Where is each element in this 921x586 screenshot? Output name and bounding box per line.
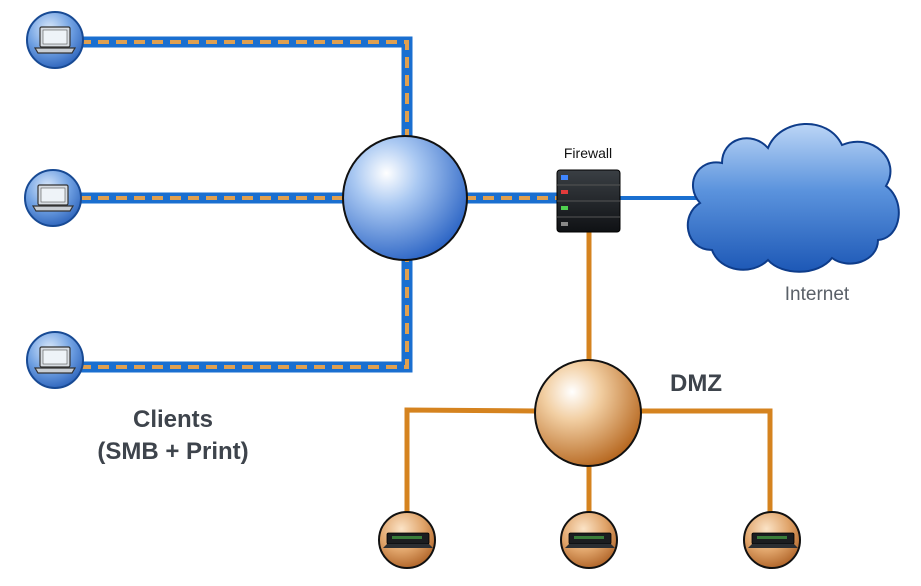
dmz-link-left [404,407,536,515]
server-icon [383,532,433,548]
client-node-bottom[interactable] [26,331,84,389]
client-node-middle[interactable] [24,169,82,227]
dmz-hub[interactable] [534,359,642,467]
dmz-server-left[interactable] [378,511,436,569]
firewall-appliance-icon [556,169,621,233]
lan-link-bottom-client [80,258,413,373]
clients-label-line1: Clients [133,406,213,433]
lan-hub[interactable] [342,135,468,261]
server-icon [748,532,798,548]
client-node-top[interactable] [26,11,84,69]
laptop-icon [33,346,77,374]
dmz-label: DMZ [670,370,722,397]
firewall-label: Firewall [564,145,612,161]
lan-link-top-client [80,36,413,140]
dmz-server-right[interactable] [743,511,801,569]
dmz-link-right [640,408,773,515]
clients-label-line2: (SMB + Print) [97,438,248,465]
lan-links [80,36,560,373]
cloud-icon [686,122,900,273]
internet-label: Internet [785,284,850,305]
server-icon [565,532,615,548]
dmz-links [404,232,773,515]
dmz-server-center[interactable] [560,511,618,569]
firewall-node[interactable] [556,169,621,233]
internet-node[interactable] [686,122,900,273]
laptop-icon [31,184,75,212]
laptop-icon [33,26,77,54]
